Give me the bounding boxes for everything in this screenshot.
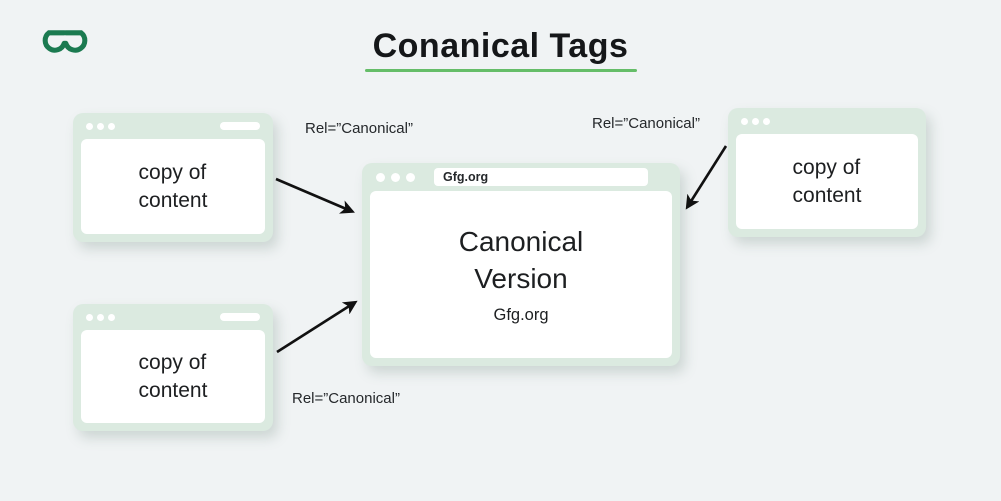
arrow-top-left-to-canonical	[275, 177, 355, 214]
copy-of-content-text: copy of content	[792, 155, 862, 207]
page-title: Conanical Tags	[372, 27, 629, 65]
rel-canonical-label-top-right: Rel=”Canonical”	[592, 115, 700, 132]
window-titlebar: Gfg.org	[362, 163, 680, 191]
logo-right-glyph	[63, 30, 88, 53]
window-menu-pill	[220, 313, 260, 321]
window-titlebar	[73, 113, 273, 139]
rel-canonical-label-top-left: Rel=”Canonical”	[305, 120, 413, 137]
window-dot	[86, 313, 93, 321]
window-dot	[741, 117, 748, 125]
geeksforgeeks-logo	[42, 30, 88, 53]
window-dot	[763, 117, 770, 125]
title-block: Conanical Tags	[0, 27, 1001, 73]
window-content: copy of content	[736, 134, 918, 229]
copy-of-content-text: copy of content	[138, 350, 208, 402]
address-text: Gfg.org	[443, 170, 489, 184]
window-dot	[108, 313, 115, 321]
canonical-heading: Canonical Version	[458, 225, 584, 294]
window-dot	[86, 122, 93, 130]
rel-canonical-label-bottom: Rel=”Canonical”	[292, 390, 400, 407]
window-content: Canonical Version Gfg.org	[370, 191, 672, 358]
window-dot	[108, 122, 115, 130]
arrow-right-to-canonical	[685, 145, 728, 210]
browser-window-copy-right: copy of content	[728, 108, 926, 237]
browser-window-canonical: Gfg.org Canonical Version Gfg.org	[362, 163, 680, 366]
browser-window-copy-bottom-left: copy of content	[73, 304, 273, 431]
window-dot	[406, 172, 415, 182]
window-menu-pill	[220, 122, 260, 130]
window-titlebar	[73, 304, 273, 330]
title-underline	[364, 69, 637, 73]
window-titlebar	[728, 108, 926, 134]
arrow-bottom-left-to-canonical	[276, 300, 358, 354]
window-content: copy of content	[81, 330, 265, 423]
window-dot	[376, 172, 385, 182]
window-dot	[752, 117, 759, 125]
window-content: copy of content	[81, 139, 265, 234]
window-dot	[97, 122, 104, 130]
address-bar: Gfg.org	[434, 168, 648, 186]
window-dot	[391, 172, 400, 182]
copy-of-content-text: copy of content	[138, 160, 208, 212]
browser-window-copy-top-left: copy of content	[73, 113, 273, 242]
canonical-subheading: Gfg.org	[493, 306, 549, 325]
window-dot	[97, 313, 104, 321]
logo-left-glyph	[42, 30, 67, 53]
